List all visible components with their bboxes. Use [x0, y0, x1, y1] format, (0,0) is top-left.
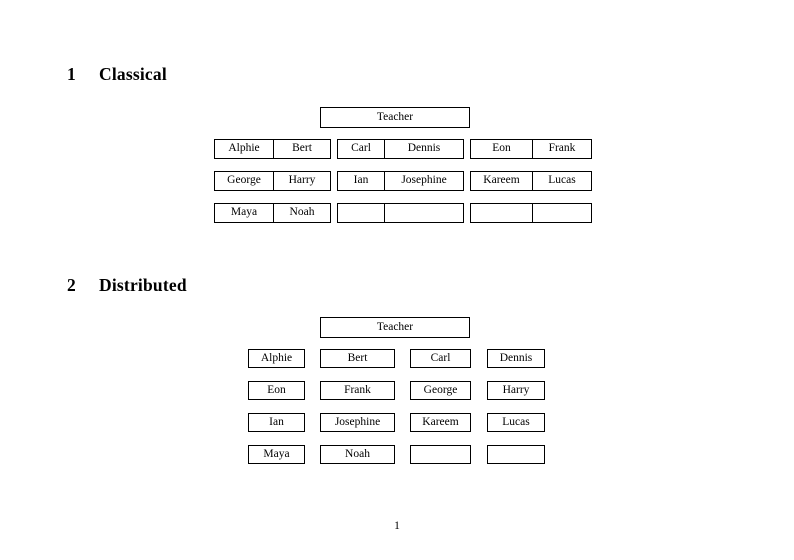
name-cell-empty [384, 203, 464, 223]
table-row: Ian Josephine [337, 171, 464, 191]
distributed-name-box: Harry [487, 381, 545, 400]
name-cell: Kareem [470, 171, 533, 191]
table-row: Kareem Lucas [470, 171, 592, 191]
classical-group-left-row-1: Alphie Bert [214, 139, 331, 159]
name-cell: Dennis [384, 139, 464, 159]
distributed-name-box: Eon [248, 381, 305, 400]
table-row: Alphie Bert [214, 139, 331, 159]
table-row: Eon Frank [470, 139, 592, 159]
classical-group-middle-row-2: Ian Josephine [337, 171, 464, 191]
section-heading-classical: 1 Classical [67, 64, 167, 85]
section-title: Classical [99, 64, 167, 84]
name-cell-empty [337, 203, 385, 223]
distributed-name-box: Frank [320, 381, 395, 400]
name-cell: George [214, 171, 274, 191]
classical-group-right-row-3 [470, 203, 592, 223]
section-number: 2 [67, 275, 76, 295]
section-heading-distributed: 2 Distributed [67, 275, 187, 296]
distributed-name-box: Noah [320, 445, 395, 464]
name-cell: Lucas [532, 171, 592, 191]
classical-group-left-row-3: Maya Noah [214, 203, 331, 223]
name-cell: Maya [214, 203, 274, 223]
section-number: 1 [67, 64, 76, 84]
distributed-name-box: Josephine [320, 413, 395, 432]
distributed-name-box-empty [487, 445, 545, 464]
teacher-cell: Teacher [320, 317, 470, 338]
teacher-cell: Teacher [320, 107, 470, 128]
classical-group-middle-row-1: Carl Dennis [337, 139, 464, 159]
name-cell: Harry [273, 171, 331, 191]
distributed-name-box: Dennis [487, 349, 545, 368]
name-cell: Ian [337, 171, 385, 191]
distributed-name-box: Ian [248, 413, 305, 432]
distributed-teacher-box: Teacher [320, 317, 470, 338]
distributed-name-box: Kareem [410, 413, 471, 432]
table-row: Teacher [320, 107, 470, 128]
name-cell: Josephine [384, 171, 464, 191]
name-cell-empty [532, 203, 592, 223]
distributed-name-box-empty [410, 445, 471, 464]
table-row [337, 203, 464, 223]
distributed-name-box: Alphie [248, 349, 305, 368]
table-row: Carl Dennis [337, 139, 464, 159]
name-cell: Bert [273, 139, 331, 159]
name-cell-empty [470, 203, 533, 223]
section-title: Distributed [99, 275, 187, 295]
name-cell: Alphie [214, 139, 274, 159]
classical-group-right-row-1: Eon Frank [470, 139, 592, 159]
distributed-name-box: Lucas [487, 413, 545, 432]
name-cell: Carl [337, 139, 385, 159]
table-row [470, 203, 592, 223]
distributed-name-box: Maya [248, 445, 305, 464]
distributed-name-box: Bert [320, 349, 395, 368]
distributed-name-box: George [410, 381, 471, 400]
table-row: George Harry [214, 171, 331, 191]
table-row: Teacher [320, 317, 470, 338]
distributed-name-box: Carl [410, 349, 471, 368]
classical-group-left-row-2: George Harry [214, 171, 331, 191]
name-cell: Eon [470, 139, 533, 159]
classical-group-right-row-2: Kareem Lucas [470, 171, 592, 191]
name-cell: Frank [532, 139, 592, 159]
name-cell: Noah [273, 203, 331, 223]
classical-teacher-box: Teacher [320, 107, 470, 128]
table-row: Maya Noah [214, 203, 331, 223]
classical-group-middle-row-3 [337, 203, 464, 223]
page-number: 1 [394, 520, 400, 532]
